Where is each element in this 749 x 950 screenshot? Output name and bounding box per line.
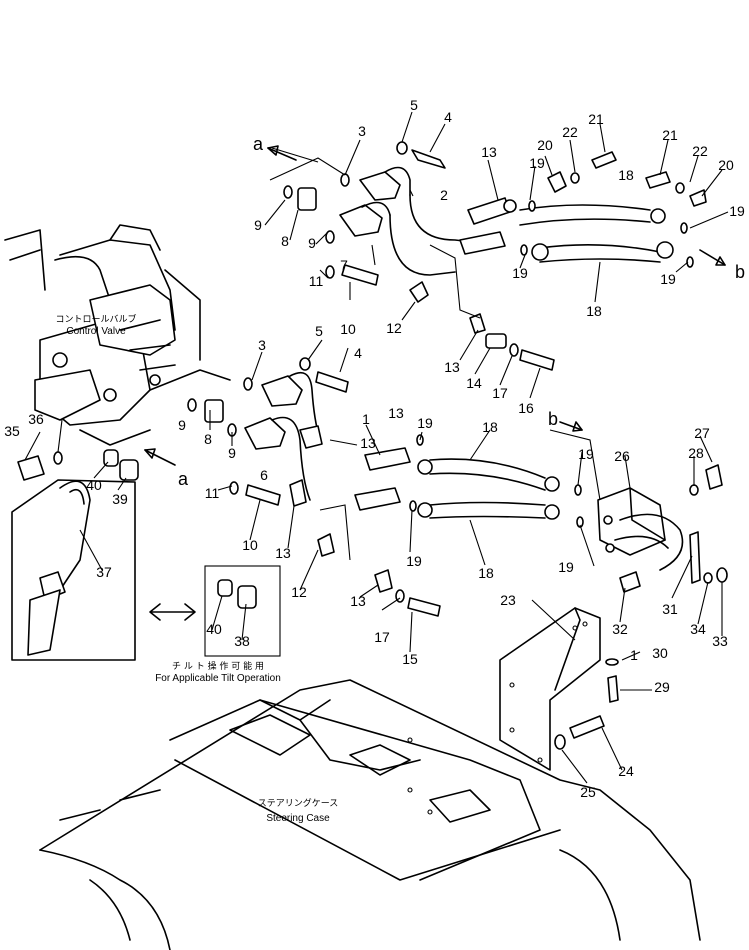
- part-label: 19: [512, 265, 528, 281]
- part-label: 4: [444, 109, 452, 125]
- part-label: 17: [492, 385, 508, 401]
- control-valve-caption-jp: コントロールバルブ: [55, 313, 136, 325]
- part-label: 25: [580, 784, 596, 800]
- part-label: 19: [529, 155, 545, 171]
- part-label: 20: [537, 137, 553, 153]
- part-label: 26: [614, 448, 630, 464]
- part-label: 10: [242, 537, 258, 553]
- part-label: 40: [206, 621, 222, 637]
- steering-case-caption-jp: ステアリングケース: [258, 797, 339, 809]
- part-label: 12: [386, 320, 402, 336]
- part-label: 1: [362, 411, 370, 427]
- part-label: 18: [586, 303, 602, 319]
- part-label: 3: [258, 337, 266, 353]
- marker-a-lower: a: [144, 448, 189, 489]
- part-label: 13: [481, 144, 497, 160]
- part-label: 8: [281, 233, 289, 249]
- part-label: 19: [558, 559, 574, 575]
- part-label: 34: [690, 621, 706, 637]
- part-label: 11: [309, 273, 324, 289]
- part-label: 19: [417, 415, 433, 431]
- lower-hose-group: [187, 357, 584, 617]
- part-label: 1: [630, 647, 638, 663]
- part-label: 40: [86, 477, 102, 493]
- tilt-caption-en: For Applicable Tilt Operation: [155, 673, 281, 684]
- part-label: 13: [360, 435, 376, 451]
- part-label: 4: [354, 345, 362, 361]
- part-label: 12: [291, 584, 307, 600]
- part-label: 31: [662, 601, 678, 617]
- part-label: 21: [662, 127, 678, 143]
- marker-b-lower: b: [548, 409, 583, 432]
- part-label: 9: [254, 217, 262, 233]
- part-label: 17: [374, 629, 390, 645]
- tilt-caption-jp: チ ル ト 操 作 可 能 用: [172, 660, 264, 672]
- part-label: 18: [618, 167, 634, 183]
- leader-lines: [24, 111, 729, 784]
- part-label: 13: [350, 593, 366, 609]
- part-label: 28: [688, 445, 704, 461]
- part-label: 13: [444, 359, 460, 375]
- part-label: 5: [315, 323, 323, 339]
- part-label: 8: [204, 431, 212, 447]
- control-valve-caption-en: Control Valve: [66, 326, 126, 337]
- part-label: 29: [654, 679, 670, 695]
- upper-hose-group: [269, 141, 707, 371]
- part-label: 39: [112, 491, 128, 507]
- part-label: 3: [358, 123, 366, 139]
- part-label: 35: [4, 423, 20, 439]
- part-label: 30: [652, 645, 668, 661]
- part-number-callouts: 3 5 4 2 13 9 8 9 7 11 10 12 19 20 22 21 …: [4, 97, 745, 800]
- marker-b-upper: b: [699, 249, 745, 282]
- marker-b-label-upper: b: [735, 262, 745, 282]
- marker-a-label-lower: a: [178, 469, 189, 489]
- part-label: 9: [228, 445, 236, 461]
- part-label: 5: [410, 97, 418, 113]
- part-label: 14: [466, 375, 482, 391]
- part-label: 13: [388, 405, 404, 421]
- part-label: 9: [308, 235, 316, 251]
- part-label: 6: [260, 467, 268, 483]
- part-label: 16: [518, 400, 534, 416]
- part-label: 36: [28, 411, 44, 427]
- part-label: 33: [712, 633, 728, 649]
- part-label: 20: [718, 157, 734, 173]
- part-label: 27: [694, 425, 710, 441]
- part-label: 22: [562, 124, 578, 140]
- part-label: 19: [578, 446, 594, 462]
- part-label: 11: [205, 485, 220, 501]
- part-label: 15: [402, 651, 418, 667]
- part-label: 10: [340, 321, 356, 337]
- marker-a-upper: a: [253, 134, 297, 161]
- steering-case-caption-en: Steering Case: [266, 813, 330, 824]
- part-label: 22: [692, 143, 708, 159]
- part-label: 13: [275, 545, 291, 561]
- marker-b-label-lower: b: [548, 409, 558, 429]
- part-label: 18: [478, 565, 494, 581]
- control-valve-drawing: [4, 224, 231, 446]
- part-label: 23: [500, 592, 516, 608]
- part-label: 9: [178, 417, 186, 433]
- part-label: 19: [729, 203, 745, 219]
- part-label: 2: [440, 187, 448, 203]
- marker-a-label-upper: a: [253, 134, 264, 154]
- part-label: 37: [96, 564, 112, 580]
- part-label: 24: [618, 763, 634, 779]
- part-label: 21: [588, 111, 604, 127]
- control-valve-fittings: [17, 449, 139, 481]
- tilt-option-inset: [11, 479, 281, 661]
- valve-block-and-bracket: [499, 429, 728, 771]
- steering-case-drawing: [39, 679, 701, 950]
- part-label: 18: [482, 419, 498, 435]
- part-label: 19: [660, 271, 676, 287]
- part-label: 7: [340, 257, 348, 273]
- part-label: 38: [234, 633, 250, 649]
- part-label: 32: [612, 621, 628, 637]
- part-label: 19: [406, 553, 422, 569]
